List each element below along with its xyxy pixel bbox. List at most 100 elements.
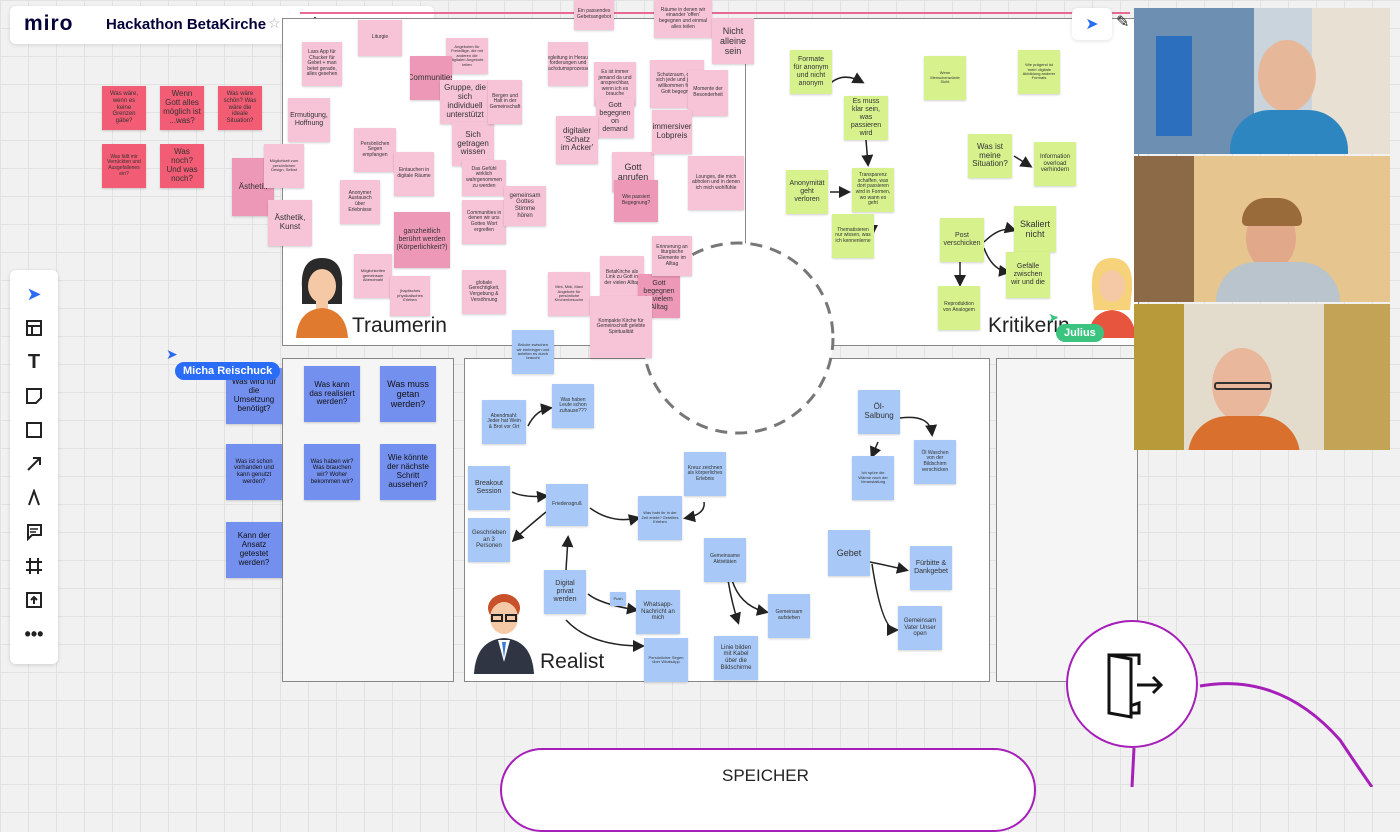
sticky-note-realist[interactable]: Gemeinsame Aktivitäten [704, 538, 746, 582]
sticky-note-questions[interactable]: Kann der Ansatz getestet werden? [226, 522, 282, 578]
sticky-note-kritikerin[interactable]: Gefälle zwischen wir und die [1006, 252, 1050, 298]
sticky-note-realist[interactable]: Digital privat werden [544, 570, 586, 614]
miro-logo[interactable]: miro [24, 12, 74, 35]
pen-icon[interactable]: ✎ [1116, 14, 1130, 31]
sticky-note-kritikerin[interactable]: Skaliert nicht [1014, 206, 1056, 252]
sticky-note-traumerin[interactable]: immersiver Lobpreis [652, 110, 692, 154]
sticky-note-traumerin[interactable]: Räume in denen wir einander 'offen' bege… [654, 0, 712, 38]
sticky-note-realist[interactable]: Öl-Salbung [858, 390, 900, 434]
sticky-note-questions[interactable]: Was ist schon vorhanden und kann genutzt… [226, 444, 282, 500]
sticky-note-realist[interactable]: Gemeinsam Vater Unser open [898, 606, 942, 650]
sticky-note-left_red[interactable]: Wenn Gott alles möglich ist ...was? [160, 86, 204, 130]
sticky-note-traumerin[interactable]: globale Gerechtigkeit, Vergebung & Versö… [462, 270, 506, 314]
sticky-note-traumerin[interactable]: gemeinsam Gottes Stimme hören [504, 186, 546, 226]
sticky-note-realist[interactable]: Linie bilden mit Kabel über die Bildschi… [714, 636, 758, 680]
sticky-note-left_red[interactable]: Was noch? Und was noch? [160, 144, 204, 188]
sticky-note-traumerin[interactable]: Sich getragen wissen [452, 122, 494, 166]
select-icon[interactable]: ➤ [26, 283, 42, 304]
sticky-note-traumerin[interactable]: Möglichkeit zum persönlichen Design, Sel… [264, 144, 304, 188]
sticky-note-kritikerin[interactable]: Was ist meine Situation? [968, 134, 1012, 178]
sticky-note-traumerin[interactable]: Das Gefühl wirklich wahrgenommen zu werd… [462, 160, 506, 196]
sticky-note-left_red[interactable]: Was wäre schön? Was wäre die ideale Situ… [218, 86, 262, 130]
sticky-note-traumerin[interactable]: BetaKirche als Link zu Gott in der viele… [600, 256, 644, 300]
sticky-note-realist[interactable]: Was habt ihr in der Zeit erlebt? Geteilt… [638, 496, 682, 540]
sticky-note-kritikerin[interactable]: Post verschicken [940, 218, 984, 262]
sticky-note-left_red[interactable]: Was wäre, wenn es keine Grenzen gäbe? [102, 86, 146, 130]
sticky-note-realist[interactable]: Gebet [828, 530, 870, 576]
sticky-note-traumerin[interactable]: Möglichkeiten gemeinsam Abendmahl [354, 254, 392, 298]
star-icon[interactable]: ☆ [268, 15, 281, 31]
sticky-note-traumerin[interactable]: Kompakte Kirche für Gemeinschaft gelebte… [590, 296, 652, 358]
sticky-note-kritikerin[interactable]: Wie prägend ist 'mein' digitale Abbildun… [1018, 50, 1060, 94]
sticky-note-traumerin[interactable]: Eintauchen in digitale Räume [394, 152, 434, 196]
sticky-note-realist[interactable]: Push [610, 592, 626, 606]
sticky-note-traumerin[interactable]: Begleitung in Heraus-forderungen und Wac… [548, 42, 588, 86]
sticky-note-kritikerin[interactable]: Transparenz schaffen, was dort passieren… [852, 168, 894, 212]
sticky-note-realist[interactable]: Ich spüre die Wärme nach der Veranstaltu… [852, 456, 894, 500]
sticky-note-left_red[interactable]: Was fällt mir Verrückten und Ausgefallen… [102, 144, 146, 188]
sticky-note-traumerin[interactable]: Ein passendes Gebetsangebot [574, 0, 614, 30]
frame-label-kritikerin: Kritikerin [988, 314, 1070, 337]
sticky-note-realist[interactable]: Brücke zwischen wir einbringen und anlei… [512, 330, 554, 374]
sticky-note-traumerin[interactable]: Ästhetik, Kunst [268, 200, 312, 246]
text-icon[interactable]: T [27, 350, 41, 373]
sticky-note-kritikerin[interactable]: Formate für anonym und nicht anonym [790, 50, 832, 94]
sticky-note-traumerin[interactable]: Wie passiert Begegnung? [614, 180, 658, 222]
sticky-note-realist[interactable]: Kreuz zeichnen als körperliches Erlebnis [684, 452, 726, 496]
shape-icon[interactable] [10, 416, 58, 444]
sticky-note-realist[interactable]: Breakout Session [468, 466, 510, 510]
sticky-note-traumerin[interactable]: Communities in denen wir uns Gottes Wort… [462, 200, 506, 244]
sticky-note-traumerin[interactable]: Anonymer Austausch über Erlebnisse [340, 180, 380, 224]
sticky-note-traumerin[interactable]: Gott begegnen on demand [596, 98, 634, 138]
sticky-note-realist[interactable]: Geschrieben an 3 Personen [468, 518, 510, 562]
sticky-note-traumerin[interactable]: ganzheitlich berührt werden (Körperlichk… [394, 212, 450, 268]
sticky-note-traumerin[interactable]: Persönlichen Segen empfangen [354, 128, 396, 172]
sticky-note-questions[interactable]: Was haben wir? Was brauchen wir? Woher b… [304, 444, 360, 500]
comment-icon[interactable] [10, 518, 58, 546]
sticky-note-icon[interactable] [10, 382, 58, 410]
sticky-note-traumerin[interactable]: Gruppe, die sich individuell unterstützt [440, 80, 490, 124]
sticky-note-kritikerin[interactable]: Es muss klar sein, was passieren wird [844, 96, 888, 140]
sticky-note-traumerin[interactable]: Lounges, die mich abholen und in denen i… [688, 156, 744, 210]
exit-door-icon[interactable] [1066, 620, 1198, 748]
video-tile-participant-1[interactable] [1134, 8, 1390, 154]
sticky-note-kritikerin[interactable]: Anonymität geht verloren [786, 170, 828, 214]
sticky-note-realist[interactable]: Gemeinsam aufstehen [768, 594, 810, 638]
sticky-note-questions[interactable]: Was kann das realisiert werden? [304, 366, 360, 422]
sticky-note-traumerin[interactable]: Momente der Besonderheit [688, 70, 728, 116]
sticky-note-kritikerin[interactable]: Thematisieren nur wissen, was ich kennen… [832, 214, 874, 258]
upload-icon[interactable] [10, 586, 58, 614]
sticky-note-traumerin[interactable]: Ermutigung, Hoffnung [288, 98, 330, 142]
sticky-note-kritikerin[interactable]: Reproduktion von Analogem [938, 286, 980, 330]
speicher-container[interactable] [500, 748, 1036, 832]
sticky-note-questions[interactable]: Was muss getan werden? [380, 366, 436, 422]
sticky-note-traumerin[interactable]: Mini, Midi, Maxi Angebote für persönlich… [548, 272, 590, 316]
frame-icon[interactable] [10, 552, 58, 580]
video-tile-participant-2[interactable] [1134, 156, 1390, 302]
sticky-note-realist[interactable]: Persönlicher Segen über WhatsApp [644, 638, 688, 682]
sticky-note-traumerin[interactable]: Angeboten für Freiwillige, die mit ander… [446, 38, 488, 74]
sticky-note-kritikerin[interactable]: Information overload verhindern [1034, 142, 1076, 186]
sticky-note-traumerin[interactable]: Bergen und Halt in der Gemeinschaft [488, 80, 522, 124]
sticky-note-traumerin[interactable]: Lass App für Chucker für Gebet + man bet… [302, 42, 342, 86]
cursor-filter-icon[interactable]: ➤ [1072, 8, 1112, 40]
sticky-note-traumerin[interactable]: Erinnerung an liturgische Elemente im Al… [652, 236, 692, 276]
sticky-note-realist[interactable]: Fürbitte & Dankgebet [910, 546, 952, 590]
sticky-note-traumerin[interactable]: (haptisches physikalisches Erleben [390, 276, 430, 316]
pen-icon[interactable] [10, 484, 58, 512]
sticky-note-traumerin[interactable]: Liturgie [358, 20, 402, 56]
sticky-note-realist[interactable]: Öl Waschen von der Bildschirm verschicke… [914, 440, 956, 484]
sticky-note-realist[interactable]: Was haben Leute schon zuhause??? [552, 384, 594, 428]
video-tile-participant-3[interactable] [1134, 304, 1390, 450]
sticky-note-realist[interactable]: Friedensgruß [546, 484, 588, 526]
sticky-note-questions[interactable]: Wie könnte der nächste Schritt aussehen? [380, 444, 436, 500]
arrow-icon[interactable] [10, 450, 58, 478]
sticky-note-traumerin[interactable]: Nicht alleine sein [712, 18, 754, 64]
board-title[interactable]: Hackathon BetaKirche [106, 16, 267, 33]
template-icon[interactable] [10, 314, 58, 342]
sticky-note-kritikerin[interactable]: Wenn Menschenwürde Sicht [924, 56, 966, 100]
sticky-note-realist[interactable]: Whatsapp-Nachricht an mich [636, 590, 680, 634]
sticky-note-realist[interactable]: Abendmahl: Jeder hat Wein & Brot vor Ort [482, 400, 526, 444]
more-icon[interactable]: ••• [24, 623, 44, 644]
sticky-note-traumerin[interactable]: digitaler 'Schatz im Acker' [556, 116, 598, 164]
